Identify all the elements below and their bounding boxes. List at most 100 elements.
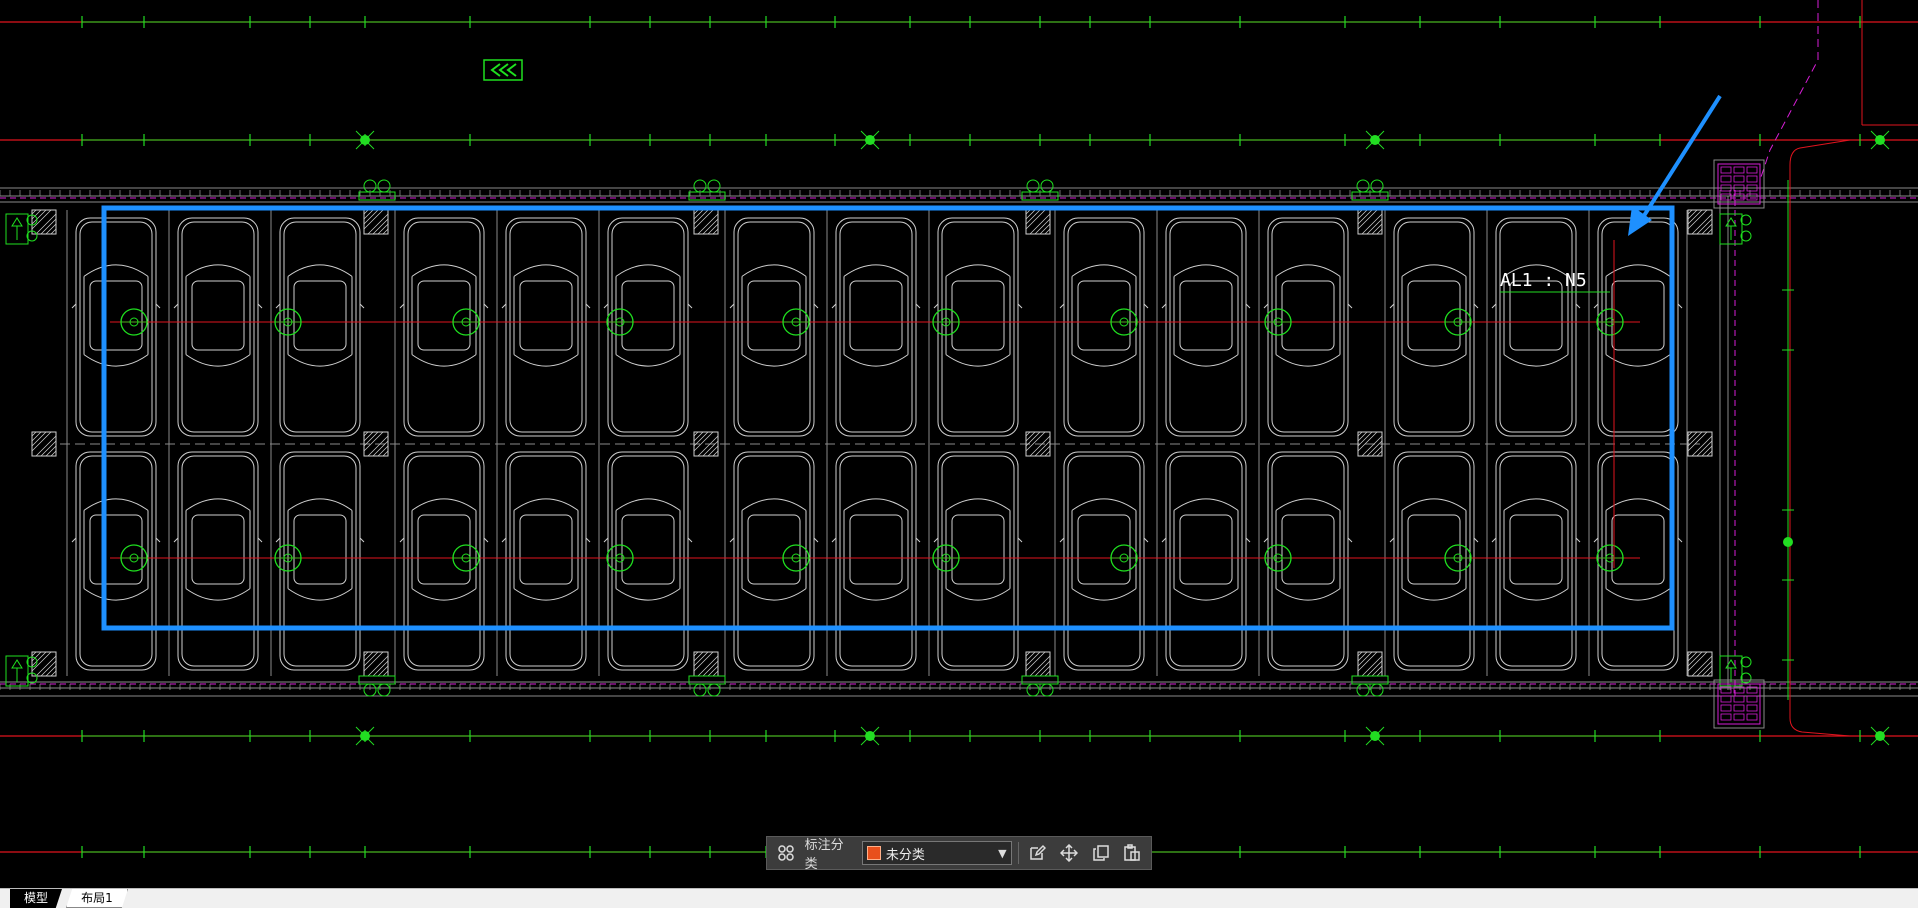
category-color-swatch	[866, 846, 881, 860]
exit-sign-icon	[688, 179, 726, 201]
car-outline	[933, 217, 1023, 437]
selection-rectangle[interactable]	[101, 205, 1675, 631]
move-icon[interactable]	[1056, 840, 1082, 866]
car-outline	[729, 217, 819, 437]
column	[31, 209, 57, 235]
light-fixture-icon	[120, 308, 148, 336]
car-outline	[1161, 217, 1251, 437]
toolbar-divider	[1017, 842, 1019, 864]
tab-layout1[interactable]: 布局1	[66, 889, 128, 908]
column	[1025, 209, 1051, 235]
car-outline	[1263, 451, 1353, 671]
grid-marker-cross	[355, 726, 375, 746]
car-outline	[1059, 217, 1149, 437]
car-outline	[603, 451, 693, 671]
evacuation-sign-icon	[1719, 655, 1752, 687]
car-outline	[1491, 451, 1581, 671]
car-outline	[729, 451, 819, 671]
light-fixture-icon	[274, 544, 302, 572]
evacuation-sign-icon	[5, 213, 38, 245]
light-fixture-icon	[606, 544, 634, 572]
car-outline	[831, 217, 921, 437]
column	[363, 431, 389, 457]
light-fixture-icon	[782, 308, 810, 336]
grid-icon[interactable]	[773, 840, 799, 866]
car-outline	[501, 451, 591, 671]
light-fixture-icon	[1264, 544, 1292, 572]
car-outline	[1491, 217, 1581, 437]
car-outline	[173, 217, 263, 437]
column	[693, 651, 719, 677]
grid-marker-cross	[1365, 726, 1385, 746]
grid-marker-cross	[1365, 130, 1385, 150]
chevron-down-icon: ▼	[998, 846, 1007, 860]
misc-symbols	[5, 59, 1765, 729]
exit-sign-icon	[358, 675, 396, 697]
layout-tab-bar: 模型 布局1	[0, 888, 1918, 908]
tab-model[interactable]: 模型	[10, 889, 62, 908]
car-outline	[71, 217, 161, 437]
column	[1687, 651, 1713, 677]
column	[1687, 431, 1713, 457]
column	[693, 209, 719, 235]
column	[31, 651, 57, 677]
magenta-line	[1759, 0, 1819, 181]
category-dropdown[interactable]: 未分类 ▼	[861, 841, 1012, 865]
column	[693, 431, 719, 457]
car-outline	[501, 217, 591, 437]
grid-marker-cross	[1870, 130, 1890, 150]
exit-sign-icon	[1351, 179, 1389, 201]
column	[1357, 209, 1383, 235]
car-outline	[1059, 451, 1149, 671]
car-outline	[603, 217, 693, 437]
exit-sign-icon	[358, 179, 396, 201]
column	[1687, 209, 1713, 235]
edit-icon[interactable]	[1025, 840, 1051, 866]
exit-sign-icon	[1021, 675, 1059, 697]
category-label: 标注分类	[804, 838, 844, 872]
column	[1025, 431, 1051, 457]
annotation-text[interactable]: AL1 : N5	[1500, 270, 1587, 291]
column	[363, 209, 389, 235]
car-outline	[933, 451, 1023, 671]
light-fixture-icon	[1264, 308, 1292, 336]
evacuation-sign-icon	[1719, 213, 1752, 245]
column	[1025, 651, 1051, 677]
parking-walls	[0, 0, 1918, 737]
column	[1357, 431, 1383, 457]
grid-marker-cross	[860, 726, 880, 746]
grid-marker	[1783, 537, 1793, 547]
direction-sign-icon	[483, 59, 523, 81]
grid-marker-cross	[860, 130, 880, 150]
light-fixture-icon	[606, 308, 634, 336]
grid-marker-cross	[1870, 726, 1890, 746]
annotation-toolbar: 标注分类 未分类 ▼	[766, 836, 1152, 872]
light-fixture-icon	[120, 544, 148, 572]
copy-icon[interactable]	[1088, 840, 1114, 866]
light-fixture-icon	[274, 308, 302, 336]
light-fixture-icon	[1110, 308, 1138, 336]
light-fixture-icon	[1110, 544, 1138, 572]
car-outline	[275, 217, 365, 437]
column	[363, 651, 389, 677]
pointer-arrow-icon	[1628, 94, 1722, 236]
column	[31, 431, 57, 457]
cad-drawing-canvas[interactable]: AL1 : N5	[0, 0, 1918, 888]
paste-icon[interactable]	[1119, 840, 1145, 866]
exit-sign-icon	[1021, 179, 1059, 201]
column	[1357, 651, 1383, 677]
exit-sign-icon	[688, 675, 726, 697]
light-fixture-icon	[932, 308, 960, 336]
car-outline	[1389, 217, 1479, 437]
exit-sign-icon	[1351, 675, 1389, 697]
car-outline	[1263, 217, 1353, 437]
car-outline	[71, 451, 161, 671]
car-outline	[1389, 451, 1479, 671]
light-fixtures	[110, 240, 1640, 572]
car-outline	[399, 451, 489, 671]
light-fixture-icon	[452, 308, 480, 336]
light-fixture-icon	[782, 544, 810, 572]
circuit-line	[1789, 139, 1851, 737]
light-fixture-icon	[1596, 544, 1624, 572]
light-fixture-icon	[1444, 308, 1472, 336]
